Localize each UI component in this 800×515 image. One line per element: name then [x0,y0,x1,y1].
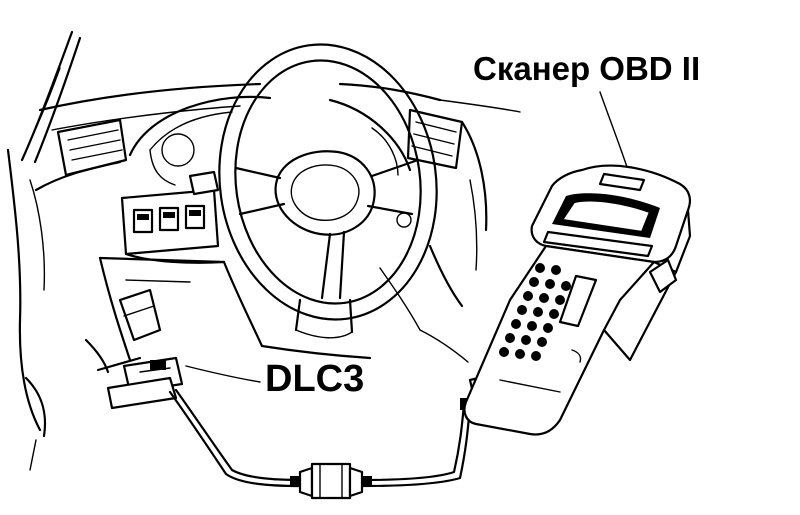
dlc3-label: DLC3 [265,358,365,400]
obd-scanner [463,91,692,436]
lower-dash [84,244,469,374]
scanner-label: Сканер OBD II [473,50,701,87]
door-panel [6,148,47,471]
left-air-vent [56,118,128,177]
dlc3-connector [106,356,261,410]
a-pillar [20,30,82,164]
switch-panel [120,170,226,264]
center-vent [406,108,488,271]
instrument-cluster [128,95,412,186]
scanner-keypad [499,263,598,363]
steering-wheel [218,43,438,339]
